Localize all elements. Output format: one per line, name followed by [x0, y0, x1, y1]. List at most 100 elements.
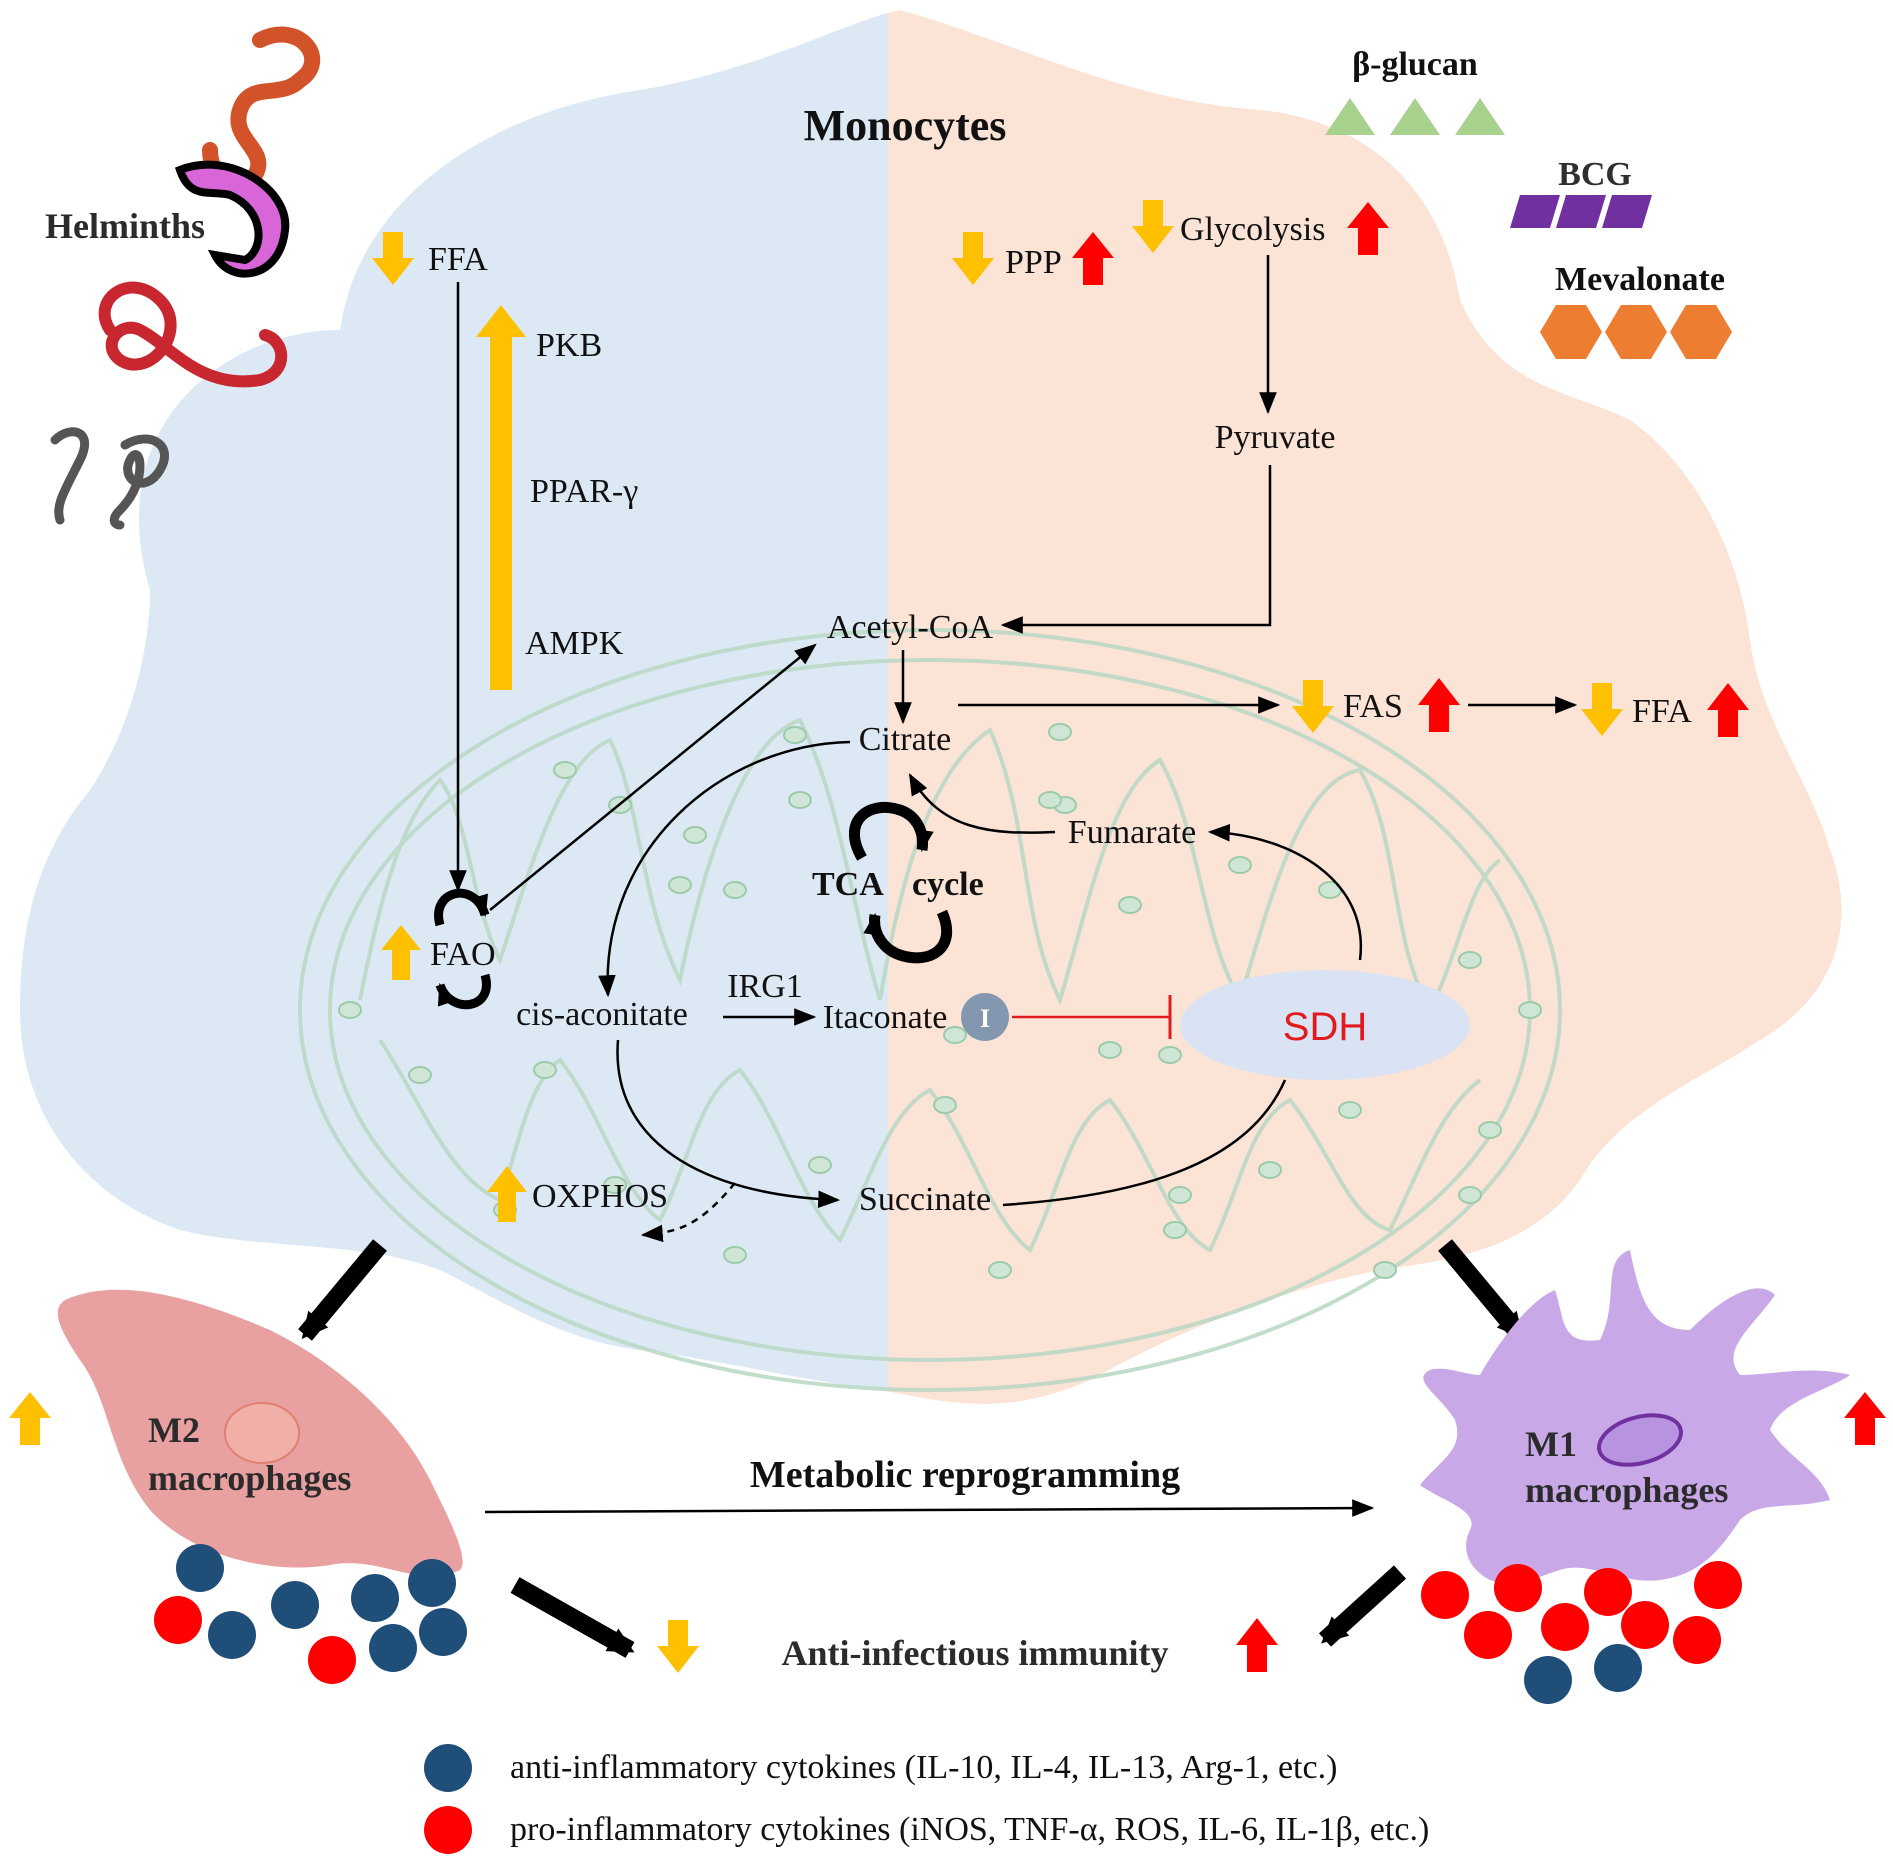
bcg-label: BCG: [1558, 156, 1632, 193]
fumarate-label: Fumarate: [1068, 814, 1196, 851]
beta-glucan-triangle-icon: [1325, 98, 1375, 135]
m1-to-immunity-arrow: [1318, 1565, 1407, 1647]
cisaconitate-to-succinate-arrow: [616, 1039, 841, 1209]
succinate-to-oxphos-dashed-arrow: [640, 1182, 736, 1243]
acetyl-coa-label: Acetyl-CoA: [827, 609, 994, 646]
anti-inflammatory-cytokine: [1524, 1656, 1572, 1704]
right-ffa-label: FFA: [1632, 693, 1692, 730]
ppar-gamma-label: PPAR-γ: [530, 473, 638, 510]
anti-inflammatory-cytokine: [419, 1608, 467, 1656]
ffa-down-arrow-icon: [372, 232, 414, 285]
right-pathway: PPP Glycolysis Pyruvate FAS FFA: [952, 200, 1749, 737]
ppp-label: PPP: [1005, 244, 1062, 281]
sdh-enzyme: [1180, 970, 1470, 1080]
helminth-red-icon: [98, 281, 288, 388]
legend-anti-inflammatory-label: anti-inflammatory cytokines (IL-10, IL-4…: [510, 1749, 1337, 1786]
citrate-to-cisaconitate-arrow: [598, 740, 851, 998]
mevalonate-group: Mevalonate: [1540, 261, 1732, 359]
pro-inflammatory-cytokine: [1673, 1616, 1721, 1664]
m1-nucleus: [1596, 1413, 1684, 1467]
anti-inflammatory-cytokine: [1594, 1644, 1642, 1692]
glycolysis-up-arrow-icon: [1347, 202, 1389, 255]
m2-label-line2: macrophages: [148, 1458, 351, 1498]
sdh-label: SDH: [1283, 1005, 1367, 1049]
metabolic-reprogramming-arrow: [484, 1499, 1375, 1517]
helminths-group: Helminths: [45, 26, 321, 530]
pro-inflammatory-cytokine: [1584, 1568, 1632, 1616]
anti-infectious-immunity-label: Anti-infectious immunity: [782, 1633, 1169, 1673]
fas-label: FAS: [1343, 688, 1403, 725]
pro-inflammatory-cytokine: [1464, 1611, 1512, 1659]
pkb-label: PKB: [536, 327, 602, 364]
pro-inflammatory-cytokine: [1421, 1571, 1469, 1619]
bcg-group: BCG: [1510, 156, 1652, 228]
fao-to-acetylcoa-arrow: [489, 643, 817, 911]
oxphos-label: OXPHOS: [532, 1178, 668, 1215]
pyruvate-to-acetylcoa-arrow: [1000, 465, 1272, 634]
pyruvate-label: Pyruvate: [1215, 419, 1336, 456]
anti-inflammatory-cytokine: [369, 1624, 417, 1672]
left-pathway: FFA PKB PPAR-γ AMPK FAO OXPHOS: [372, 232, 817, 1222]
mevalonate-hexagon-icon: [1540, 305, 1602, 359]
itaconate-label: Itaconate: [823, 999, 948, 1036]
m2-label-line1: M2: [148, 1410, 200, 1450]
helminths-label: Helminths: [45, 206, 205, 246]
bcg-block-icon: [1556, 195, 1606, 228]
fumarate-to-citrate-arrow: [908, 773, 1056, 834]
anti-inflammatory-cytokine: [271, 1581, 319, 1629]
inhibitor-badge-icon: [961, 993, 1009, 1041]
fao-cycle-arrow-top-icon: [434, 888, 490, 927]
bcg-block-icon: [1510, 195, 1560, 228]
m1-label-line1: M1: [1525, 1424, 1577, 1464]
pro-inflammatory-cytokine: [1621, 1601, 1669, 1649]
beta-glucan-group: β-glucan: [1325, 46, 1505, 135]
tca-cycle: Acetyl-CoA Citrate TCA cycle Fumarate ci…: [516, 609, 1470, 1243]
oxphos-up-arrow-icon: [487, 1166, 527, 1222]
helminth-gray-icon: [50, 427, 169, 530]
diagram-title: Monocytes: [804, 101, 1007, 150]
tca-cycle-label-tca: TCA: [812, 866, 884, 903]
pro-inflammatory-cytokine: [154, 1596, 202, 1644]
mevalonate-hexagon-icon: [1670, 305, 1732, 359]
legend-anti-inflammatory-swatch: [424, 1744, 472, 1792]
fao-cycle-arrow-bottom-icon: [435, 973, 491, 1010]
to-m2-arrow: [298, 1239, 387, 1341]
inhibitor-badge-label: I: [980, 1004, 990, 1033]
sdh-to-fumarate-arrow: [1207, 823, 1363, 961]
immunity-down-arrow-icon: [657, 1620, 699, 1673]
tca-cycle-arrow-bottom-icon: [863, 909, 953, 964]
right-ffa-up-arrow-icon: [1707, 683, 1749, 737]
immunity-up-arrow-icon: [1236, 1618, 1278, 1672]
m1-macrophage: M1 macrophages: [1420, 1250, 1850, 1584]
metabolic-reprogramming-label: Metabolic reprogramming: [750, 1454, 1180, 1496]
cis-aconitate-label: cis-aconitate: [516, 996, 688, 1033]
left-ffa-label: FFA: [428, 241, 488, 278]
beta-glucan-triangle-icon: [1455, 98, 1505, 135]
glycolysis-down-arrow-icon: [1132, 200, 1174, 253]
m1-cytokines: [1421, 1561, 1742, 1704]
pro-inflammatory-cytokine: [1494, 1564, 1542, 1612]
mevalonate-hexagon-icon: [1605, 305, 1667, 359]
ppp-down-arrow-icon: [952, 232, 994, 285]
anti-inflammatory-cytokine: [408, 1559, 456, 1607]
irg1-label: IRG1: [727, 968, 803, 1005]
fao-label: FAO: [430, 936, 496, 973]
beta-glucan-triangle-icon: [1390, 98, 1440, 135]
to-m1-arrow: [1438, 1239, 1527, 1341]
glycolysis-label: Glycolysis: [1180, 211, 1325, 248]
helminth-pink-icon: [175, 160, 290, 278]
pro-inflammatory-cytokine: [1541, 1603, 1589, 1651]
bcg-block-icon: [1602, 195, 1652, 228]
m2-cytokines: [154, 1544, 467, 1684]
signaling-up-arrow-icon: [476, 305, 526, 690]
succinate-to-sdh-line: [1002, 1079, 1287, 1207]
fas-up-arrow-icon: [1418, 678, 1460, 732]
ampk-label: AMPK: [525, 625, 624, 662]
pro-inflammatory-cytokine: [308, 1636, 356, 1684]
anti-inflammatory-cytokine: [176, 1544, 224, 1592]
ppp-up-arrow-icon: [1072, 232, 1114, 285]
mevalonate-label: Mevalonate: [1555, 261, 1725, 298]
legend-pro-inflammatory-label: pro-inflammatory cytokines (iNOS, TNF-α,…: [510, 1811, 1429, 1848]
succinate-label: Succinate: [859, 1181, 991, 1218]
